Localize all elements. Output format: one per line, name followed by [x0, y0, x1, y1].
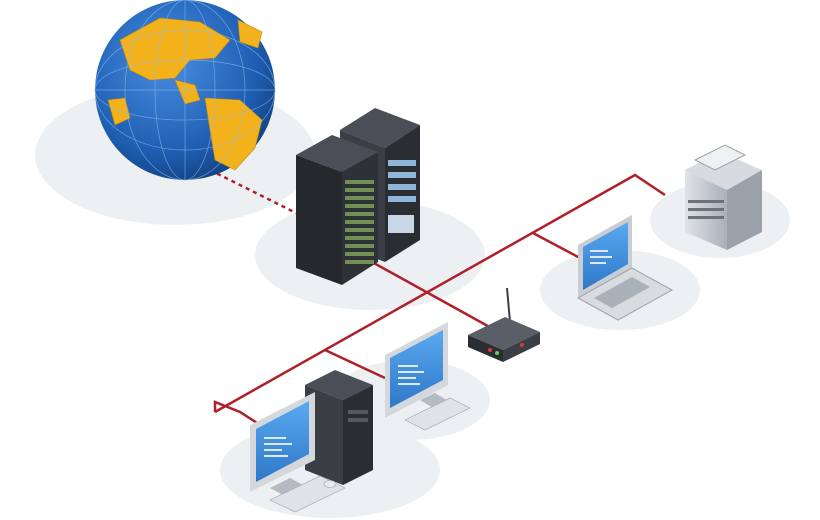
printer-icon: [685, 144, 762, 250]
front-workstation-icon: [250, 392, 346, 513]
monitor-icon: [385, 322, 471, 431]
link-backbone: [214, 173, 666, 414]
globe-icon: [94, 0, 276, 181]
tower-icon: [305, 370, 373, 485]
link-globe-server: [209, 168, 301, 217]
link-front-drop: [213, 400, 266, 430]
router-icon: [468, 287, 540, 362]
network-links: [209, 168, 666, 430]
link-server-router: [371, 260, 496, 332]
link-laptop-drop: [532, 231, 581, 260]
server-rack-icon: [296, 108, 420, 285]
link-monitor-drop: [324, 348, 386, 380]
laptop-icon: [576, 215, 674, 321]
